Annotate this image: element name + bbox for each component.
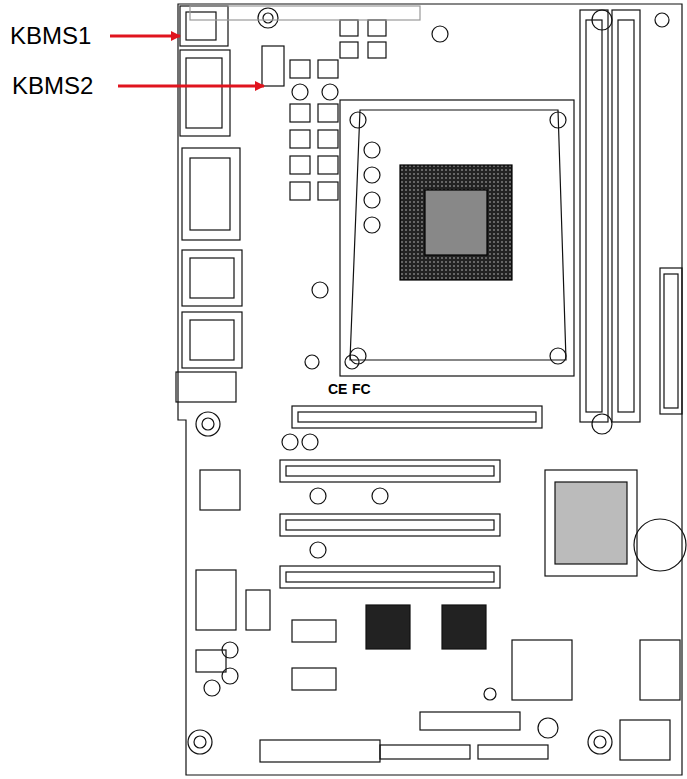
- connector-label: KBMS2: [12, 74, 93, 98]
- connector-label: KBMS1: [10, 24, 91, 48]
- certification-mark: CE: [328, 382, 347, 396]
- certification-mark: FC: [352, 382, 371, 396]
